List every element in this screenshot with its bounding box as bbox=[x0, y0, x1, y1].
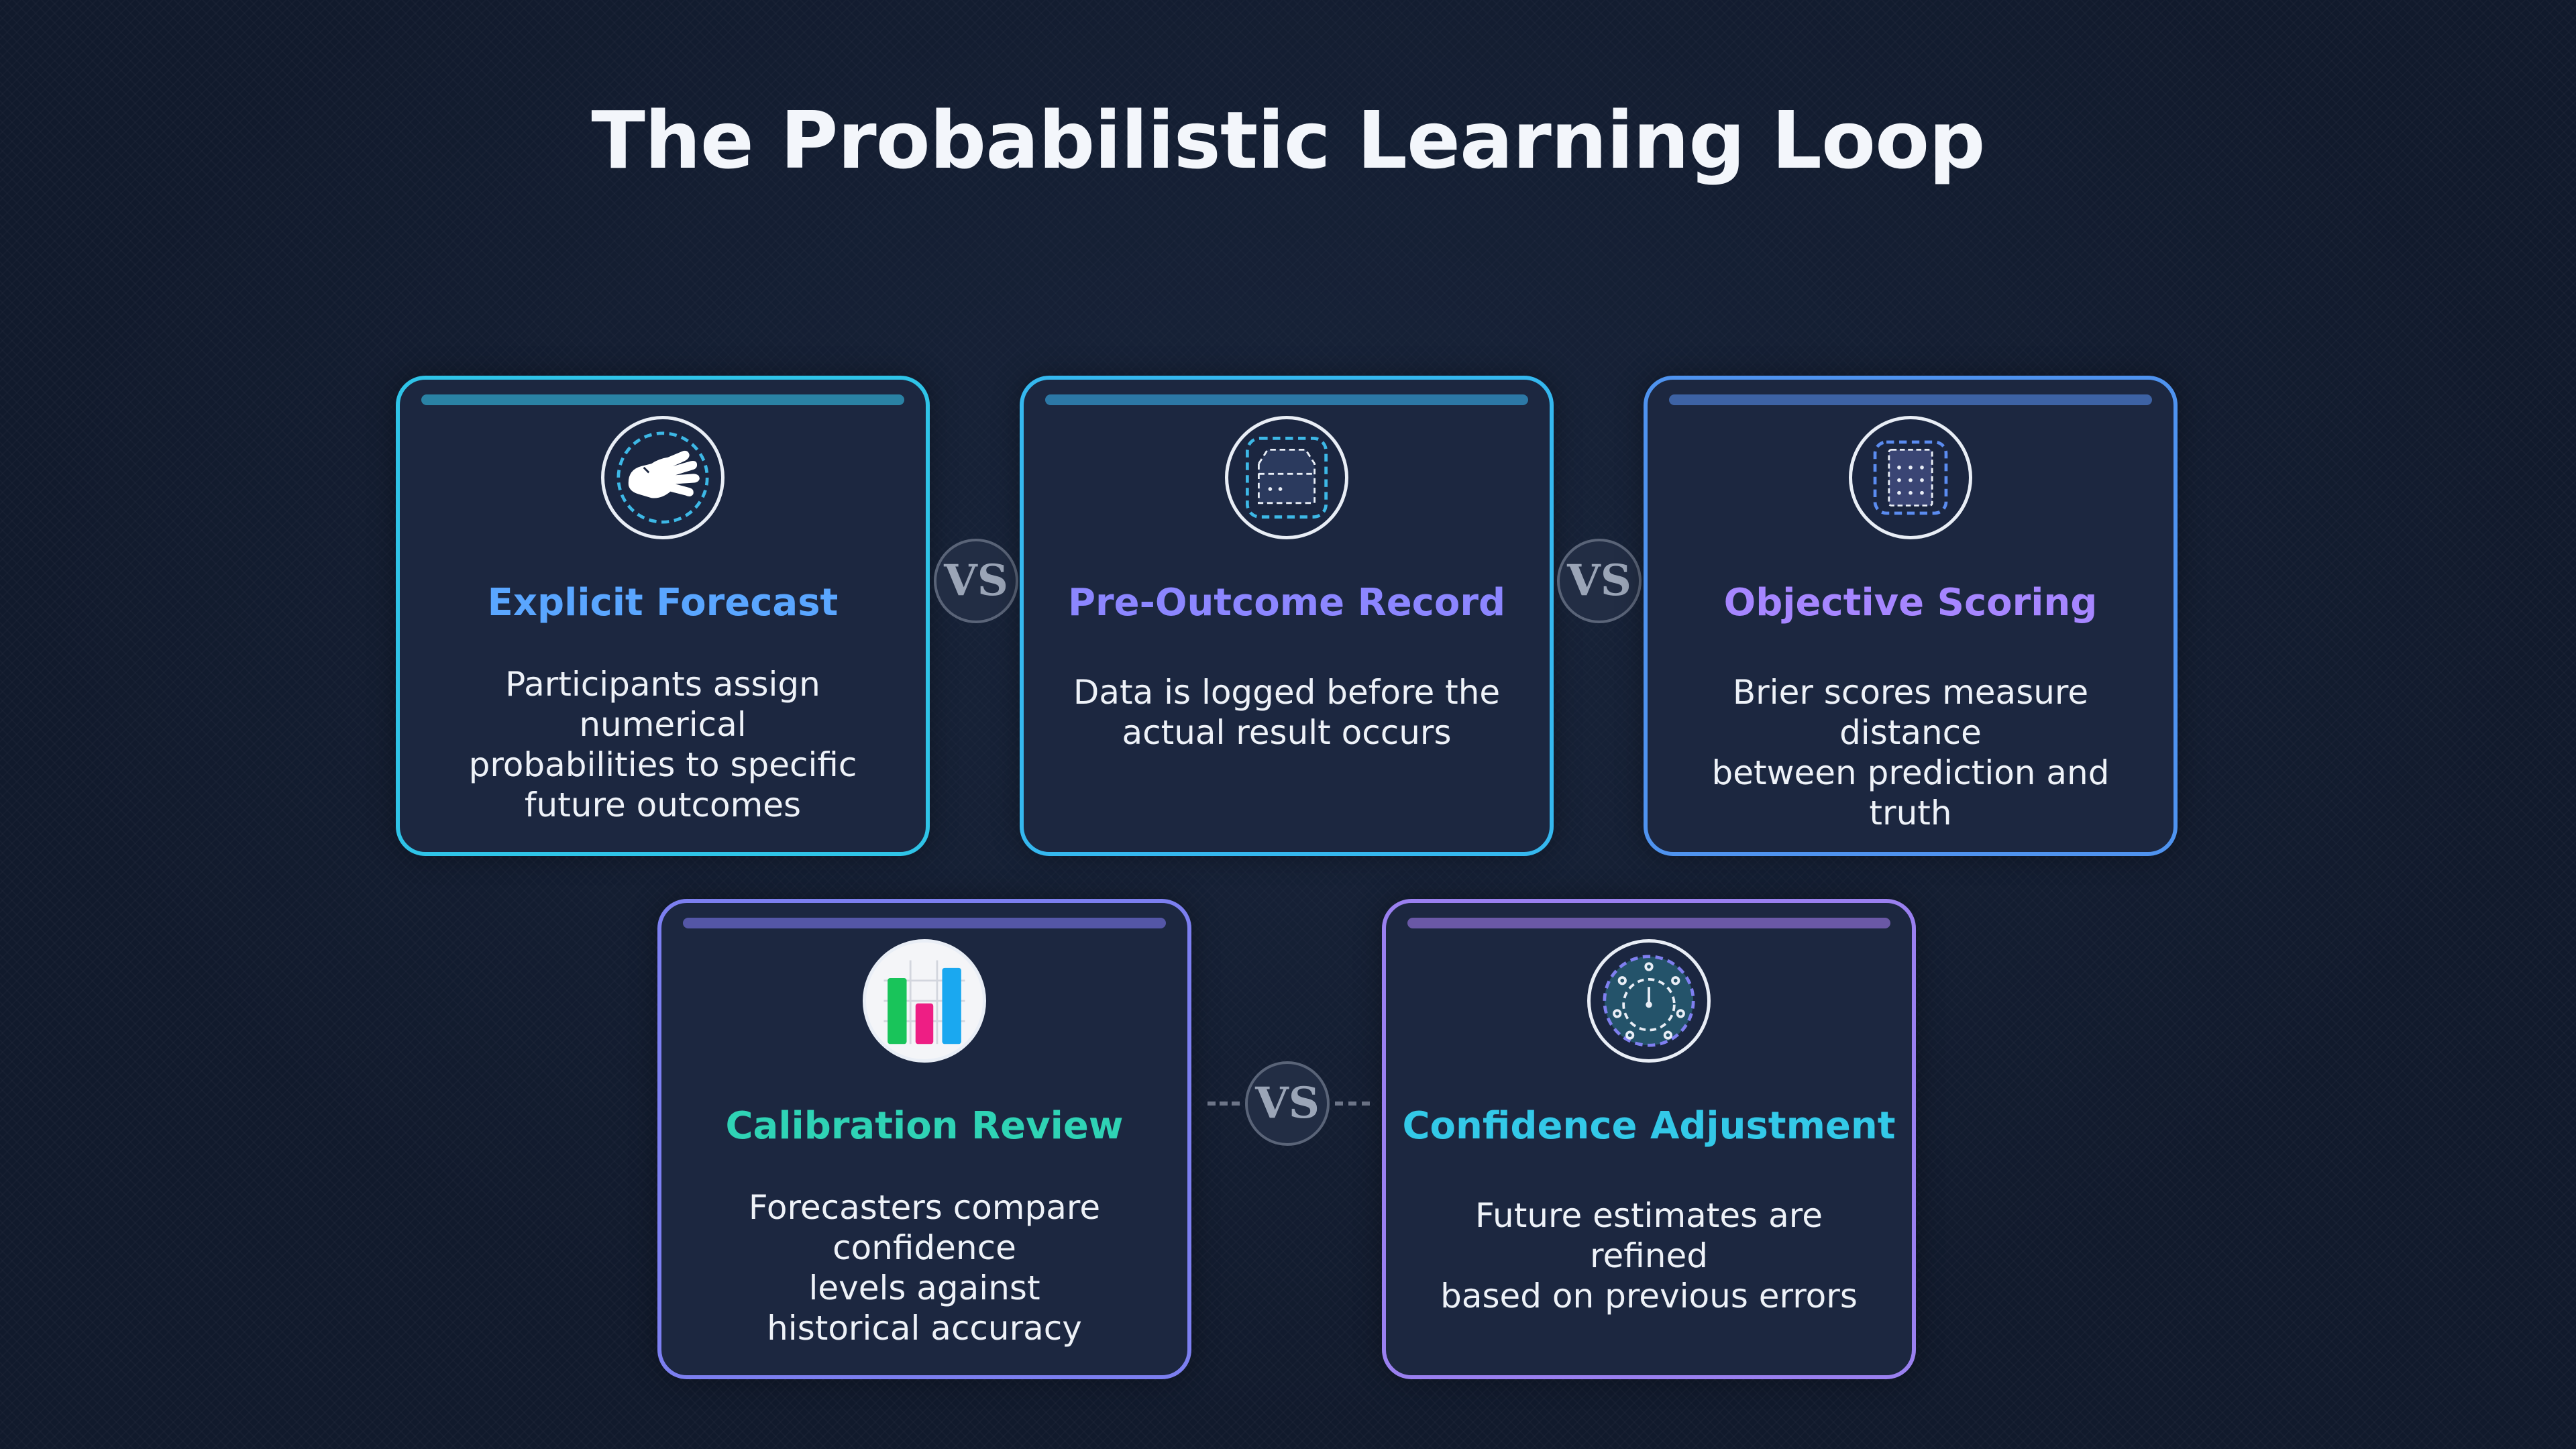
card-description: Brier scores measure distance between pr… bbox=[1711, 673, 2110, 833]
card-accent-bar bbox=[1407, 918, 1890, 928]
bar-chart-icon bbox=[863, 939, 986, 1063]
card-pre-outcome-record: Pre-Outcome Record Data is logged before… bbox=[1020, 376, 1554, 856]
card-confidence-adjustment: Confidence Adjustment Future estimates a… bbox=[1382, 899, 1916, 1379]
card-accent-bar bbox=[683, 918, 1166, 928]
vs-separator: VS bbox=[1245, 1061, 1330, 1146]
card-description: Forecasters compare confidence levels ag… bbox=[748, 1188, 1101, 1348]
card-heading: Confidence Adjustment bbox=[1402, 1104, 1896, 1148]
card-description: Data is logged before the actual result … bbox=[1073, 673, 1501, 752]
dial-icon bbox=[1587, 939, 1711, 1063]
page-title: The Probabilistic Learning Loop bbox=[591, 94, 1985, 186]
card-explicit-forecast: Explicit Forecast Participants assign nu… bbox=[396, 376, 930, 856]
card-accent-bar bbox=[421, 394, 904, 405]
hand-icon bbox=[601, 416, 724, 539]
card-calibration-review: Calibration Review Forecasters compare c… bbox=[657, 899, 1191, 1379]
card-heading: Calibration Review bbox=[725, 1104, 1124, 1148]
card-description: Future estimates are refined based on pr… bbox=[1440, 1196, 1858, 1316]
connector-line bbox=[1335, 1102, 1370, 1106]
card-accent-bar bbox=[1669, 394, 2152, 405]
record-box-icon bbox=[1225, 416, 1348, 539]
card-heading: Explicit Forecast bbox=[487, 581, 839, 625]
card-objective-scoring: Objective Scoring Brier scores measure d… bbox=[1644, 376, 2178, 856]
card-heading: Pre-Outcome Record bbox=[1067, 581, 1506, 625]
vs-separator: VS bbox=[934, 539, 1018, 623]
vs-separator: VS bbox=[1557, 539, 1642, 623]
scoring-grid-icon bbox=[1849, 416, 1972, 539]
connector-line bbox=[1208, 1102, 1240, 1106]
card-heading: Objective Scoring bbox=[1723, 581, 2098, 625]
card-description: Participants assign numerical probabilit… bbox=[468, 665, 857, 824]
card-accent-bar bbox=[1045, 394, 1528, 405]
